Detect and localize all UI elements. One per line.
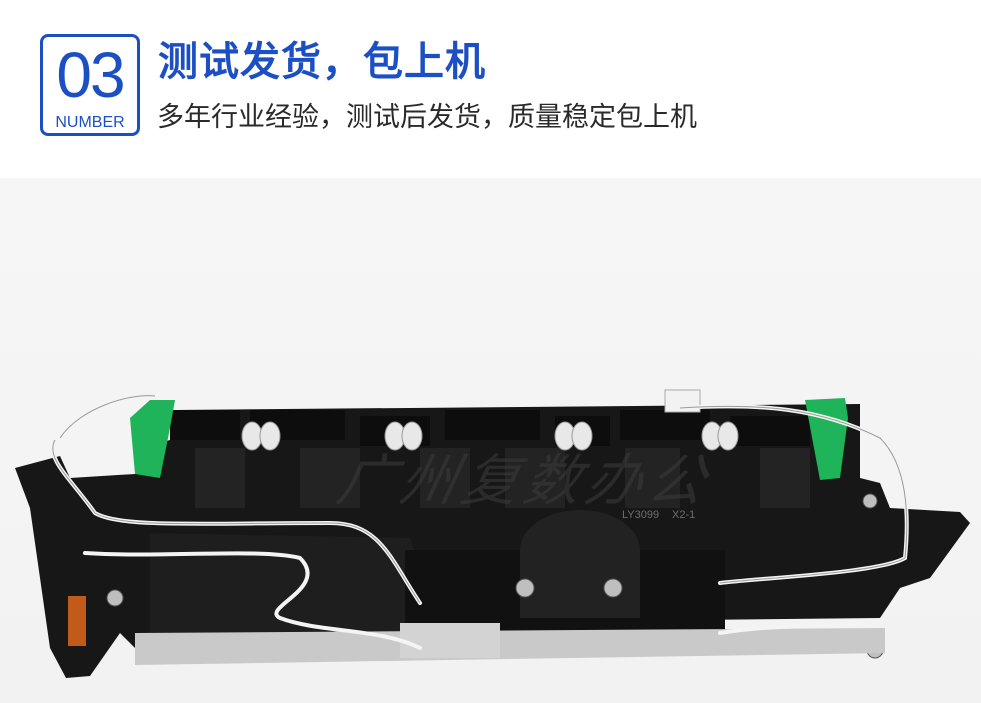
section-number-badge: 03 NUMBER bbox=[40, 34, 140, 136]
photo-watermark: 广州复数办公 bbox=[331, 449, 718, 514]
section-header: 03 NUMBER 测试发货，包上机 多年行业经验，测试后发货，质量稳定包上机 bbox=[0, 0, 981, 160]
product-photo: LY3099 X2-1 广州复数办公 bbox=[0, 178, 981, 703]
section-title: 测试发货，包上机 bbox=[158, 39, 486, 85]
part-code-2: X2-1 bbox=[672, 509, 695, 521]
section-subtitle: 多年行业经验，测试后发货，质量稳定包上机 bbox=[157, 102, 697, 133]
part-code-1: LY3099 bbox=[622, 509, 659, 521]
badge-label: NUMBER bbox=[55, 114, 125, 131]
fuser-unit-illustration: LY3099 X2-1 bbox=[15, 389, 970, 678]
badge-number: 03 bbox=[56, 39, 125, 111]
